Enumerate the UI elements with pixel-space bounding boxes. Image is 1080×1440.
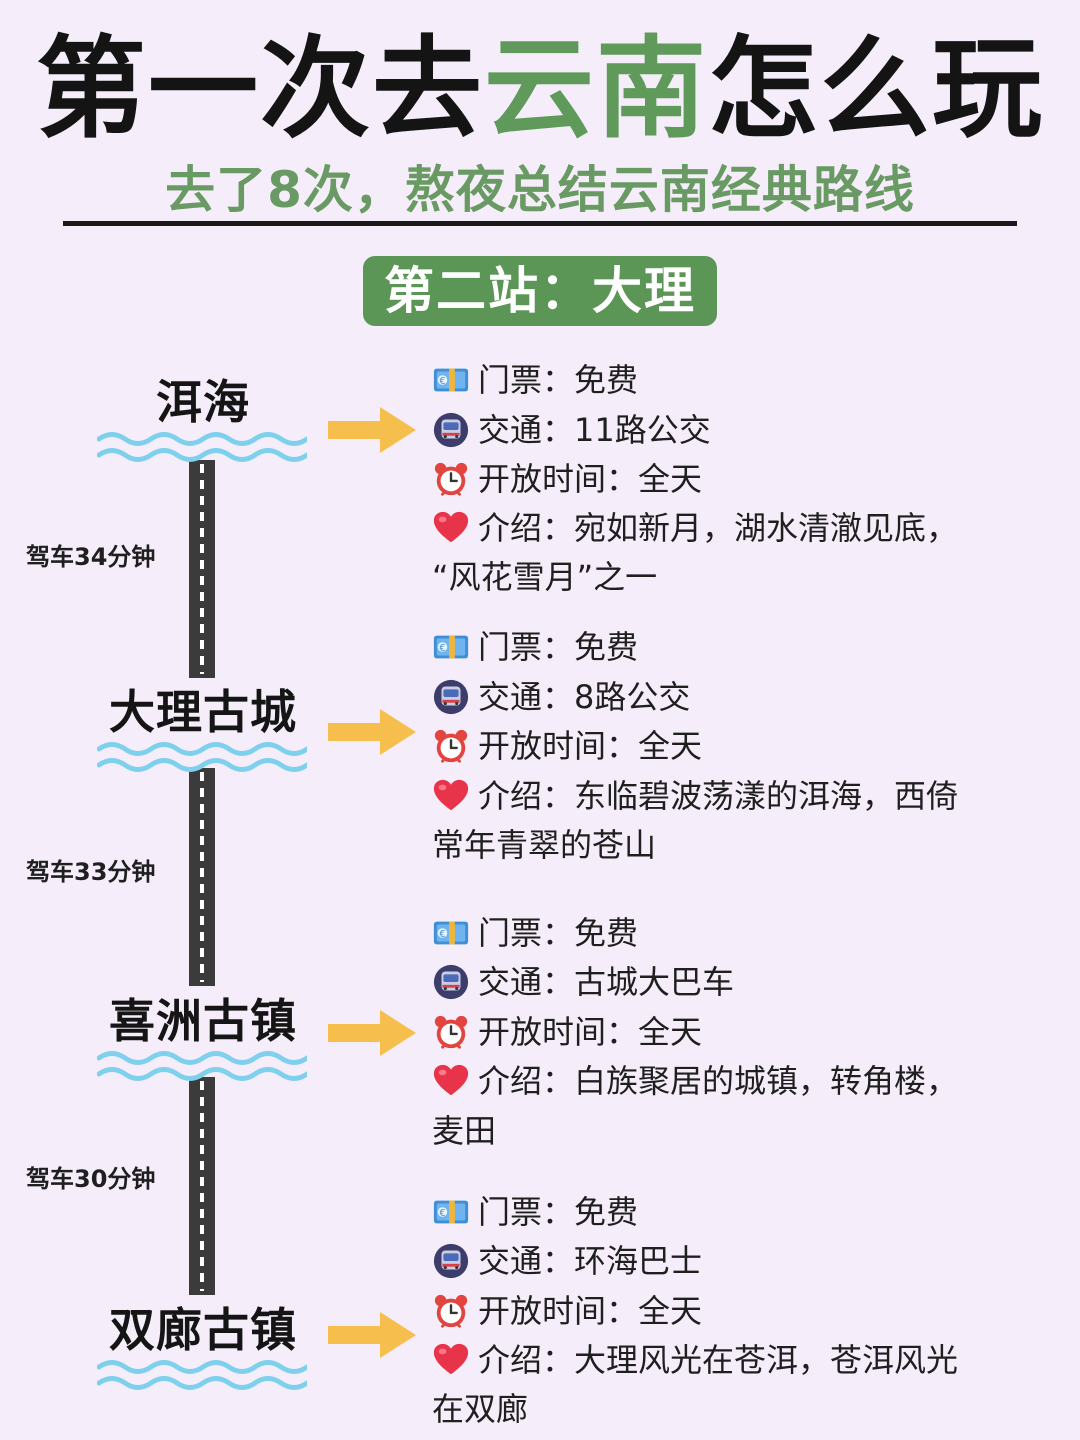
ticket-text: 门票：免费 (478, 628, 639, 666)
alarm-clock-icon (432, 1292, 470, 1330)
stop-name: 喜洲古镇 (109, 994, 297, 1048)
heart-icon (432, 777, 470, 815)
water-waves-icon (97, 740, 307, 774)
transport-text: 交通：8路公交 (478, 678, 691, 716)
transport-text: 交通：环海巴士 (478, 1242, 703, 1280)
ticket-info: 门票：免费 (432, 1188, 638, 1236)
section-badge: 第二站：大理 (363, 256, 717, 326)
intro-info: 介绍：东临碧波荡漾的洱海，西倚 (432, 772, 958, 820)
stop-name: 大理古城 (109, 685, 297, 739)
page-subtitle: 去了8次，熬夜总结云南经典路线 (165, 161, 915, 219)
ticket-info: 门票：免费 (432, 356, 638, 404)
ticket-icon (432, 628, 470, 666)
ticket-text: 门票：免费 (478, 1193, 639, 1231)
drive-time-2: 驾车33分钟 (26, 858, 156, 886)
alarm-clock-icon (432, 460, 470, 498)
hours-text: 开放时间：全天 (478, 1292, 703, 1330)
title-divider (63, 221, 1017, 226)
transport-text: 交通：古城大巴车 (478, 963, 735, 1001)
hours-text: 开放时间：全天 (478, 727, 703, 765)
stop-name: 洱海 (156, 375, 250, 429)
road-segment-2 (189, 768, 215, 986)
stop-name: 双廊古镇 (109, 1303, 297, 1357)
hours-info: 开放时间：全天 (432, 455, 702, 503)
ticket-icon (432, 1193, 470, 1231)
metro-icon (432, 678, 470, 716)
intro-text: 介绍：大理风光在苍洱，苍洱风光 (478, 1341, 959, 1379)
hours-text: 开放时间：全天 (478, 1013, 703, 1051)
transport-text: 交通：11路公交 (478, 411, 711, 449)
ticket-info: 门票：免费 (432, 909, 638, 957)
metro-icon (432, 411, 470, 449)
page-title: 第一次去云南怎么玩 (0, 24, 1080, 154)
intro-text-continued: “风花雪月”之一 (432, 558, 658, 596)
ticket-icon (432, 361, 470, 399)
water-waves-icon (97, 1358, 307, 1392)
hours-info: 开放时间：全天 (432, 1287, 702, 1335)
alarm-clock-icon (432, 1013, 470, 1051)
heart-icon (432, 509, 470, 547)
metro-icon (432, 1242, 470, 1280)
arrow-right-icon (326, 405, 418, 455)
drive-time-1: 驾车34分钟 (26, 543, 156, 571)
intro-text: 介绍：白族聚居的城镇，转角楼， (478, 1062, 959, 1100)
hours-info: 开放时间：全天 (432, 722, 702, 770)
water-waves-icon (97, 1049, 307, 1083)
transport-info: 交通：11路公交 (432, 406, 711, 454)
intro-text: 介绍：东临碧波荡漾的洱海，西倚 (478, 777, 959, 815)
intro-text-continued: 麦田 (432, 1112, 497, 1150)
ticket-text: 门票：免费 (478, 361, 639, 399)
intro-info: 介绍：宛如新月，湖水清澈见底， (432, 504, 958, 552)
transport-info: 交通：古城大巴车 (432, 958, 734, 1006)
ticket-icon (432, 914, 470, 952)
heart-icon (432, 1062, 470, 1100)
metro-icon (432, 963, 470, 1001)
transport-info: 交通：环海巴士 (432, 1237, 702, 1285)
hours-text: 开放时间：全天 (478, 460, 703, 498)
title-accent: 云南 (484, 25, 708, 153)
title-part2: 怎么玩 (708, 25, 1044, 153)
intro-info: 介绍：大理风光在苍洱，苍洱风光 (432, 1336, 958, 1384)
drive-time-3: 驾车30分钟 (26, 1165, 156, 1193)
ticket-text: 门票：免费 (478, 914, 639, 952)
transport-info: 交通：8路公交 (432, 673, 690, 721)
water-waves-icon (97, 430, 307, 464)
arrow-right-icon (326, 707, 418, 757)
alarm-clock-icon (432, 727, 470, 765)
hours-info: 开放时间：全天 (432, 1008, 702, 1056)
arrow-right-icon (326, 1008, 418, 1058)
intro-info: 介绍：白族聚居的城镇，转角楼， (432, 1057, 958, 1105)
road-segment-1 (189, 460, 215, 678)
title-part1: 第一次去 (36, 25, 484, 153)
intro-text-continued: 在双廊 (432, 1390, 529, 1428)
heart-icon (432, 1341, 470, 1379)
road-segment-3 (189, 1077, 215, 1295)
intro-text: 介绍：宛如新月，湖水清澈见底， (478, 509, 959, 547)
arrow-right-icon (326, 1310, 418, 1360)
intro-text-continued: 常年青翠的苍山 (432, 826, 657, 864)
ticket-info: 门票：免费 (432, 623, 638, 671)
